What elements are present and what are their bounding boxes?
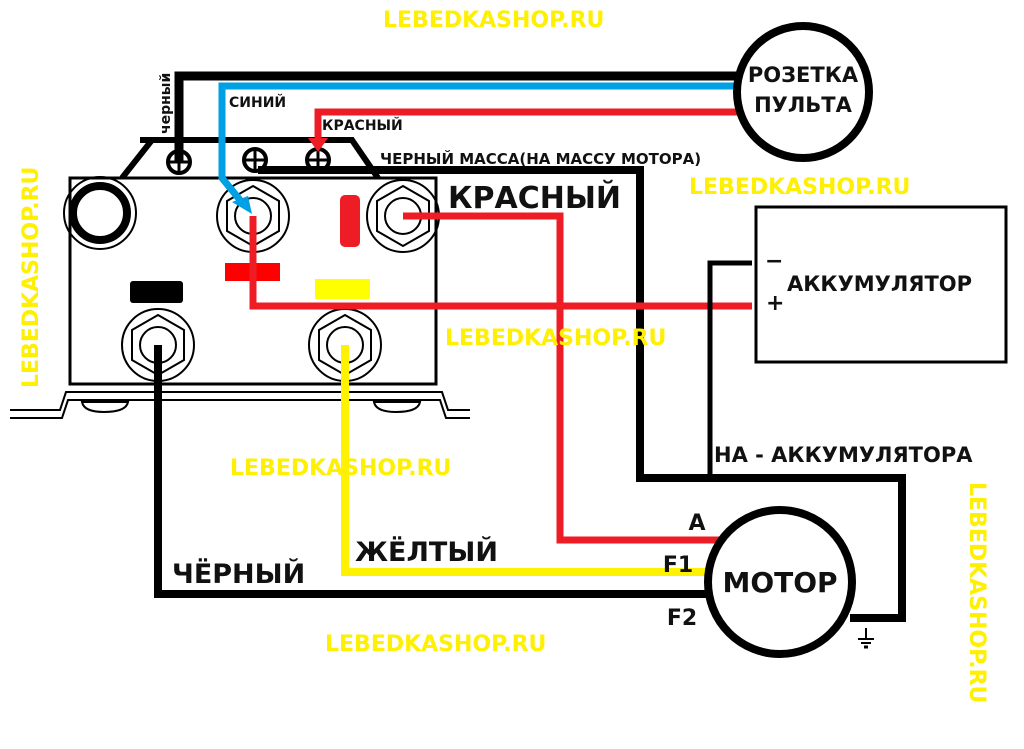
red-control-arrow [308, 138, 328, 152]
red-control-wire [314, 108, 740, 140]
mounting-foot [10, 399, 470, 419]
label-ground-mass: ЧЕРНЫЙ МАССА(НА МАССУ МОТОРА) [380, 149, 701, 168]
solenoid-block [10, 137, 640, 419]
watermark-lower-center: LEBEDKASHOP.RU [230, 456, 451, 481]
battery-label: АККУМУЛЯТОР [787, 272, 972, 296]
ground-icon [858, 628, 874, 649]
remote-socket-label-2: ПУЛЬТА [754, 93, 853, 117]
battery-minus-sign: − [765, 249, 783, 274]
screw-terminal-2 [242, 147, 268, 173]
label-black-small: черный [158, 73, 174, 134]
motor: МОТОР A F1 F2 [663, 506, 874, 658]
mounting-foot-outline [10, 391, 470, 411]
red-motor-a-wire [403, 212, 720, 544]
watermark-left-vertical: LEBEDKASHOP.RU [19, 167, 44, 388]
terminal-unused [63, 176, 137, 250]
ground-mass-wire [258, 166, 906, 622]
watermark-top: LEBEDKASHOP.RU [383, 8, 604, 33]
black-control-wire [174, 71, 740, 162]
motor-label: МОТОР [722, 566, 837, 599]
foot-bolt-right [372, 401, 422, 414]
watermark-bottom: LEBEDKASHOP.RU [325, 632, 546, 657]
label-black-big: ЧЁРНЫЙ [172, 558, 305, 590]
red-battery-wire [249, 216, 752, 310]
label-red-big: КРАСНЫЙ [448, 180, 621, 216]
label-red-small: КРАСНЫЙ [322, 117, 403, 134]
motor-terminal-f1: F1 [663, 553, 693, 578]
black-f2-wire [154, 345, 712, 598]
watermark-center: LEBEDKASHOP.RU [445, 326, 666, 351]
battery-plus-sign: + [766, 291, 784, 316]
watermark-right-of-box: LEBEDKASHOP.RU [689, 175, 910, 200]
foot-bolt-left [80, 401, 130, 414]
watermark-right-vertical: LEBEDKASHOP.RU [964, 482, 989, 703]
remote-socket: РОЗЕТКА ПУЛЬТА [733, 22, 873, 162]
red-marker-vertical [340, 195, 360, 247]
battery-negative-wire [707, 260, 752, 478]
label-blue: СИНИЙ [229, 94, 286, 111]
yellow-marker [315, 279, 370, 299]
motor-terminal-f2: F2 [667, 606, 697, 631]
blue-wire-arrow [232, 196, 252, 214]
remote-socket-label-1: РОЗЕТКА [748, 63, 859, 87]
label-to-battery-minus: НА - АККУМУЛЯТОРА [714, 443, 973, 467]
battery: − + АККУМУЛЯТОР [754, 205, 1008, 364]
label-yellow: ЖЁЛТЫЙ [355, 536, 498, 568]
black-marker [130, 281, 183, 303]
blue-wire [218, 82, 740, 203]
motor-terminal-a: A [688, 511, 705, 536]
yellow-f1-wire [341, 345, 715, 576]
